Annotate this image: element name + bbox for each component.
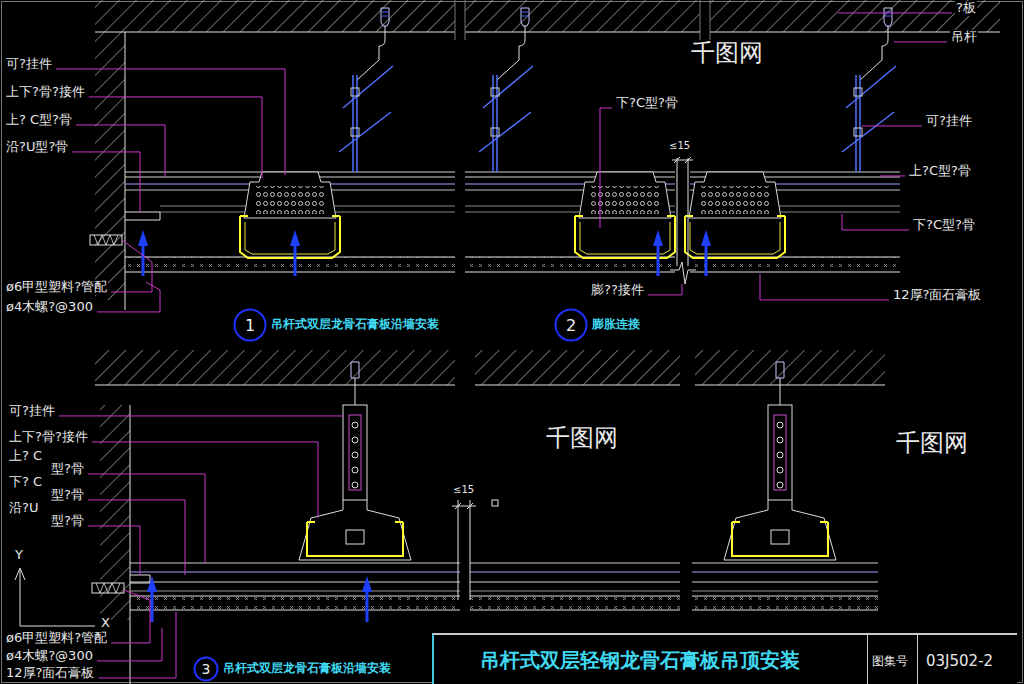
part-label: 型?骨: [50, 488, 85, 503]
leader-line: [838, 12, 952, 13]
leader-line: [98, 612, 176, 678]
callout-number: 3: [193, 656, 219, 682]
note-label: ≤15: [452, 484, 475, 496]
callout-circle: 2膨胀连接: [554, 308, 588, 342]
title-block: 吊杆式双层轻钢龙骨石膏板吊顶安装 图集号 03J502-2: [432, 633, 1017, 684]
part-label: 下?C型?骨: [615, 96, 679, 111]
part-label: 上?C型?骨: [908, 164, 972, 179]
cell-divider: [867, 635, 868, 684]
note-label: 千图网: [895, 430, 969, 458]
leader-line: [111, 240, 152, 292]
part-label: 上? C型?骨: [5, 113, 73, 128]
part-label: 可?挂件: [925, 114, 973, 129]
part-label: 吊杆: [950, 30, 978, 45]
note-label: X: [100, 616, 111, 631]
leader-line: [600, 108, 612, 228]
part-label: ø6甲型塑料?管配: [5, 631, 108, 646]
leader-line: [88, 526, 140, 575]
callout-circle: 1吊杆式双层龙骨石膏板沿墙安装: [233, 308, 267, 342]
part-label: 上下?骨?接件: [8, 430, 89, 445]
part-label: 可?挂件: [8, 404, 56, 419]
leader-line: [56, 69, 285, 175]
note-label: 千图网: [545, 425, 619, 453]
leader-line: [88, 500, 185, 575]
leader-line: [894, 41, 947, 42]
part-label: 型?骨: [50, 462, 85, 477]
part-label: 下?C型?骨: [912, 218, 976, 233]
note-label: 上? C: [8, 449, 43, 464]
callout-number: 2: [554, 308, 588, 342]
part-label: ?板: [955, 1, 977, 16]
callout-circle: 3吊杆式双层龙骨石膏板沿墙安装: [193, 656, 219, 682]
part-label: 可?挂件: [5, 57, 53, 72]
part-label: 膨??接件: [590, 283, 645, 298]
note-label: ≤15: [668, 140, 691, 152]
leader-line: [862, 125, 922, 126]
leader-line: [72, 152, 140, 212]
note-label: 下? C: [8, 475, 43, 490]
part-label: 12厚?面石膏板: [892, 288, 982, 303]
field-name: 图集号: [872, 655, 908, 669]
note-label: 沿?U: [8, 501, 39, 516]
atlas-number: 03J502-2: [926, 653, 993, 670]
leader-line: [842, 214, 909, 230]
leader-line: [880, 175, 905, 176]
leader-line: [89, 97, 262, 178]
part-label: ø4木螺?@300: [5, 300, 94, 315]
cell-divider: [917, 635, 918, 684]
part-label: ø6甲型塑料?管配: [5, 280, 108, 295]
part-label: 12厚?面石膏板: [5, 666, 95, 681]
leader-line: [760, 274, 889, 300]
detail-caption: 吊杆式双层龙骨石膏板沿墙安装: [223, 662, 391, 676]
leader-line: [111, 590, 150, 643]
part-label: 上下?骨?接件: [5, 85, 86, 100]
detail-caption: 膨胀连接: [592, 318, 640, 332]
leader-line: [59, 415, 343, 416]
part-label: 沿?U型?骨: [5, 140, 69, 155]
note-label: Y: [14, 548, 24, 563]
leader-line: [648, 284, 682, 295]
detail-caption: 吊杆式双层龙骨石膏板沿墙安装: [271, 318, 439, 332]
leader-line: [88, 474, 205, 563]
drawing-title: 吊杆式双层轻钢龙骨石膏板吊顶安装: [480, 649, 800, 672]
part-label: ø4木螺?@300: [5, 649, 94, 664]
callout-number: 1: [233, 308, 267, 342]
note-label: 千图网: [690, 40, 764, 68]
part-label: 型?骨: [50, 514, 85, 529]
leader-line: [76, 125, 165, 177]
